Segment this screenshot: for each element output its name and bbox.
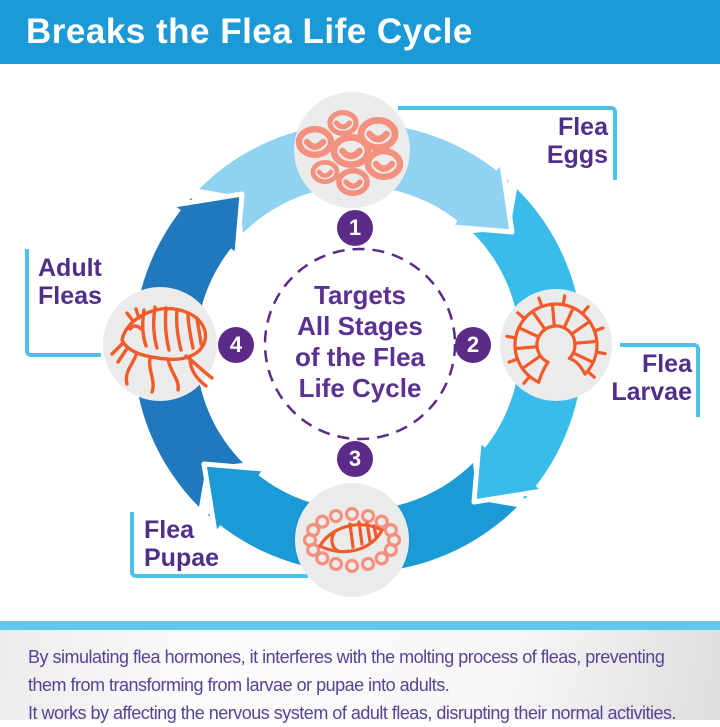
center-text-line: All Stages [297,311,423,341]
flea-pupae-icon [302,506,402,574]
flea-pupae-callout-line [130,512,308,578]
flea-eggs-icon [294,92,410,208]
stage-label-adult-fleas: Adult Fleas [38,254,188,310]
flea-larvae-callout-line [620,343,700,417]
footer-text-line: them from transforming from larvae or pu… [28,675,450,695]
stage-label-flea-larvae: Flea Larvae [542,350,692,406]
label-line: Larvae [611,378,692,406]
footer-divider-strip [0,621,720,630]
footer-text-line: It works by affecting the nervous system… [28,703,676,723]
label-line: Fleas [38,282,102,310]
stage-circle-pupae [295,483,409,597]
label-line: Flea [144,516,195,544]
arrowhead-right [471,440,545,505]
arrowhead-left [171,191,245,256]
adult-flea-icon [110,305,214,394]
stage-circle-larvae [500,289,612,401]
center-text-line: of the Flea [294,342,425,372]
label-line: Pupae [144,544,220,572]
stage-number-3: 3 [337,441,373,477]
label-line: Adult [38,254,102,282]
stage-number-1: 1 [337,210,373,246]
stage-label-flea-pupae: Flea Pupae [144,516,294,572]
stage-number-2: 2 [455,327,491,363]
adult-fleas-callout-line [25,249,101,357]
label-line: Flea [641,350,692,378]
page-title: Breaks the Flea Life Cycle [26,12,473,51]
center-text-line: Life Cycle [298,373,422,403]
stage-circle-eggs [294,92,410,208]
header-bar: Breaks the Flea Life Cycle [0,0,720,64]
flea-eggs-callout-line [398,106,617,180]
stage-circle-adult [103,287,217,401]
footer-panel: By simulating flea hormones, it interfer… [0,630,720,723]
stage-label-flea-eggs: Flea Eggs [458,113,608,169]
flea-larvae-icon [505,294,607,385]
label-line: Flea [557,113,608,141]
label-line: Eggs [546,141,608,169]
stage-number-4: 4 [218,327,254,363]
center-text: Targets All Stages of the Flea Life Cycl… [240,280,480,404]
footer-text-line: By simulating flea hormones, it interfer… [28,647,665,667]
center-text-line: Targets [314,280,406,310]
